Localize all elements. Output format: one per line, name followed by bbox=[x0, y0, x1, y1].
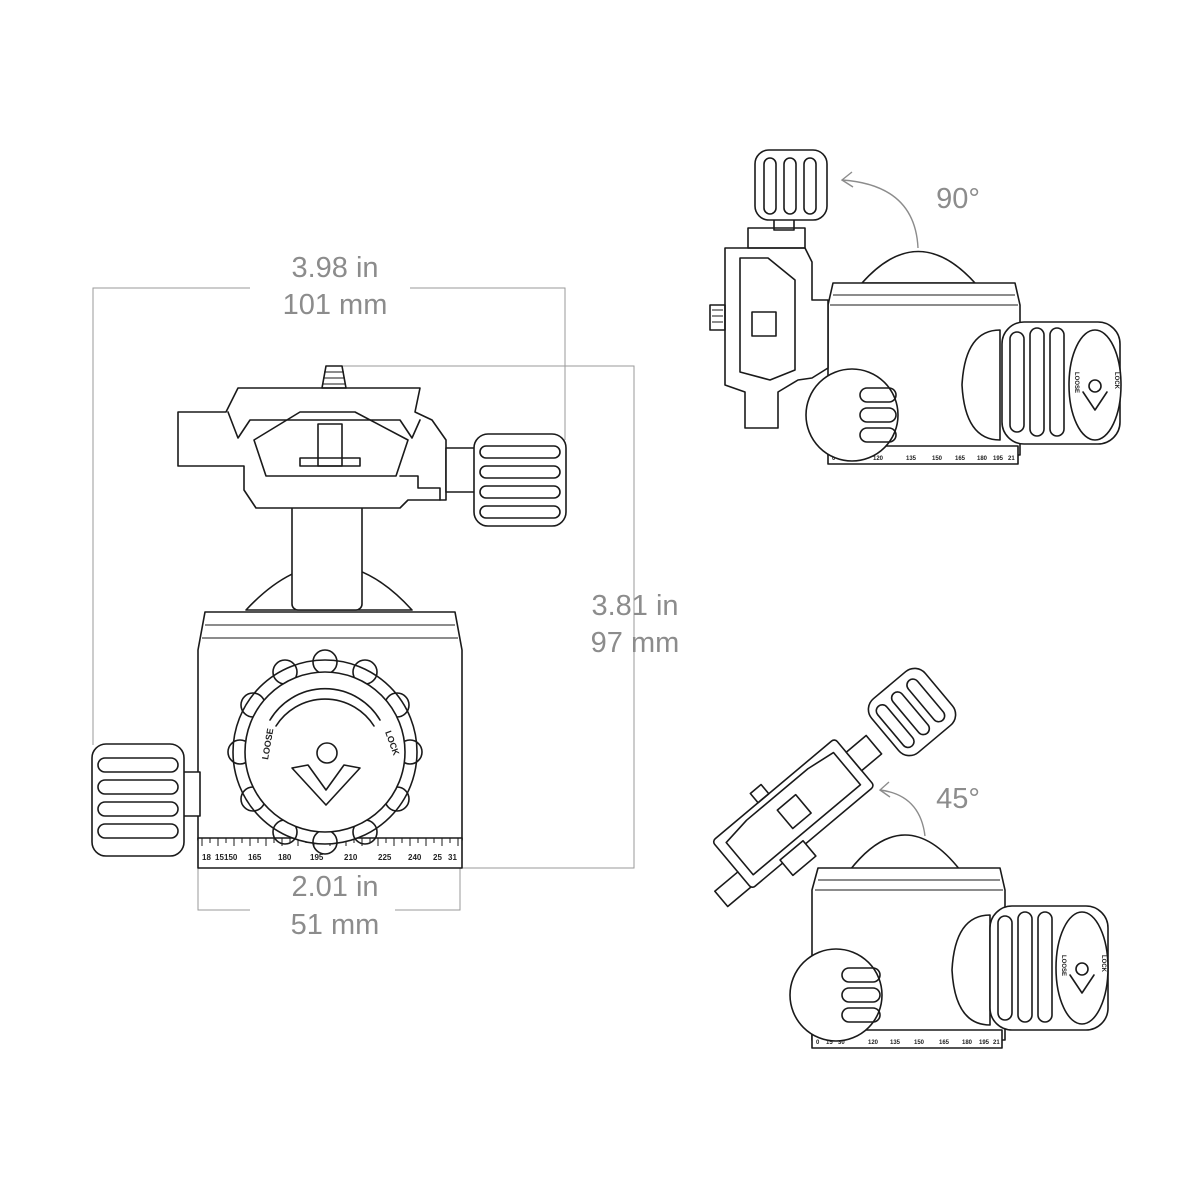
dimension-lines bbox=[92, 287, 635, 911]
side-knob-left[interactable] bbox=[91, 743, 201, 857]
loose-label-45: LOOSE bbox=[1060, 955, 1066, 976]
pan-knob-90[interactable] bbox=[805, 368, 899, 462]
scale-45-0: 0 bbox=[816, 1040, 820, 1046]
scale-front-9: 25 bbox=[433, 853, 442, 862]
angle-45-label: 45° bbox=[936, 783, 980, 815]
clamp-knob-right[interactable] bbox=[445, 433, 567, 527]
scale-side-0: 0 bbox=[832, 456, 836, 462]
scale-front-3: 165 bbox=[248, 853, 262, 862]
scale-front-8: 240 bbox=[408, 853, 422, 862]
lock-label-45: LOCK bbox=[1100, 955, 1106, 973]
base-mm-label: 51 mm bbox=[291, 909, 380, 941]
scale-front-0: 18 bbox=[202, 853, 211, 862]
clamp-knob-90[interactable] bbox=[754, 149, 828, 221]
scale-side-8: 195 bbox=[993, 456, 1004, 462]
scale-front-6: 210 bbox=[344, 853, 358, 862]
scale-front-7: 225 bbox=[378, 853, 392, 862]
scale-front-10: 31 bbox=[448, 853, 457, 862]
scale-side-7: 180 bbox=[977, 456, 988, 462]
scale-side-6: 165 bbox=[955, 456, 966, 462]
height-mm-label: 97 mm bbox=[591, 627, 680, 659]
width-in-label: 3.98 in bbox=[291, 252, 378, 284]
height-in-label: 3.81 in bbox=[591, 590, 678, 622]
scale-45-2: 30 bbox=[838, 1040, 845, 1046]
scale-side-5: 150 bbox=[932, 456, 943, 462]
pan-knob-45[interactable] bbox=[789, 948, 883, 1042]
scale-front-1: 15 bbox=[215, 853, 224, 862]
side-view-45: 45° 0 15 30 120 135 150 165 180 195 21 L… bbox=[712, 663, 1109, 1049]
scale-45-1: 15 bbox=[826, 1040, 833, 1046]
lock-label-90: LOCK bbox=[1113, 372, 1119, 390]
angle-90-label: 90° bbox=[936, 183, 980, 215]
scale-45-4: 135 bbox=[890, 1040, 901, 1046]
stem bbox=[291, 499, 363, 611]
side-view-90: 90° 0 15 30 120 135 150 165 180 195 21 L… bbox=[709, 149, 1122, 465]
scale-45-8: 195 bbox=[979, 1040, 990, 1046]
front-view: 18 15 150 165 180 195 210 225 240 25 31 … bbox=[91, 365, 567, 869]
mount-screw bbox=[321, 365, 347, 389]
scale-45-3: 120 bbox=[868, 1040, 879, 1046]
scale-front-2: 150 bbox=[224, 853, 238, 862]
loose-label-90: LOOSE bbox=[1073, 372, 1079, 393]
arrow-45 bbox=[879, 789, 926, 837]
scale-side-4: 135 bbox=[906, 456, 917, 462]
clamp bbox=[177, 387, 447, 509]
scale-45-6: 165 bbox=[939, 1040, 950, 1046]
clamp-knob-45[interactable] bbox=[863, 663, 962, 762]
scale-45-9: 21 bbox=[993, 1040, 1000, 1046]
scale-side-3: 120 bbox=[873, 456, 884, 462]
width-mm-label: 101 mm bbox=[283, 289, 388, 321]
main-lock-knob[interactable]: LOOSE LOCK bbox=[227, 649, 423, 855]
base-in-label: 2.01 in bbox=[291, 871, 378, 903]
arrow-90 bbox=[841, 179, 919, 249]
scale-front-4: 180 bbox=[278, 853, 292, 862]
scale-side-9: 21 bbox=[1008, 456, 1015, 462]
scale-45-5: 150 bbox=[914, 1040, 925, 1046]
scale-front-5: 195 bbox=[310, 853, 324, 862]
scale-45-7: 180 bbox=[962, 1040, 973, 1046]
